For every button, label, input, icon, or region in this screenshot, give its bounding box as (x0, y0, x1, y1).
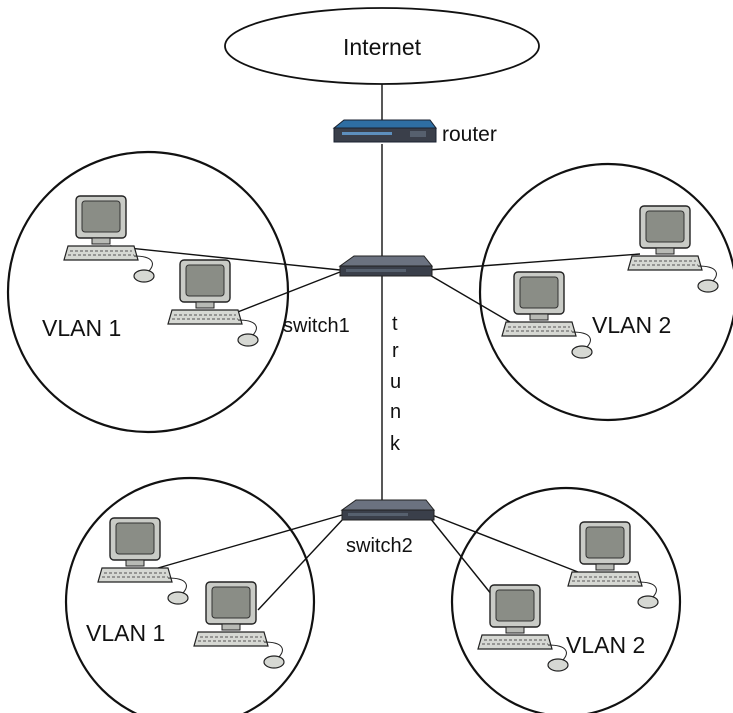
switch1-node: switch1 (283, 255, 433, 337)
vlan-boundary (64, 476, 316, 713)
switch2-label: switch2 (346, 535, 413, 557)
vlan-group-bottom-left: VLAN 1 (64, 476, 316, 713)
switch2-to-pc-bl-2 (257, 517, 345, 611)
trunk-letter: r (392, 340, 399, 362)
desktop-computer-icon (627, 205, 719, 293)
vlan-boundary (478, 162, 733, 422)
desktop-computer-icon (167, 259, 259, 347)
desktop-computer-icon (501, 271, 593, 359)
desktop-computer-icon (567, 521, 659, 609)
trunk-letter: t (392, 313, 398, 335)
switch1-to-pc-tr-1 (427, 253, 641, 271)
switch1-to-pc-tl-2 (229, 271, 341, 316)
switch1-to-pc-tl-1 (109, 245, 341, 271)
vlan-group-top-left: VLAN 1 (6, 150, 290, 434)
trunk-letter: n (390, 401, 401, 423)
vlan-label: VLAN 2 (592, 312, 671, 338)
router-icon (332, 119, 437, 143)
switch2-to-pc-br-2 (429, 517, 497, 601)
switch2-to-pc-br-1 (431, 514, 579, 573)
vlan-group-top-right: VLAN 2 (478, 162, 733, 422)
vlan-label: VLAN 1 (86, 620, 165, 646)
connection-lines (109, 84, 641, 611)
router-node: router (332, 119, 497, 146)
desktop-computer-icon (193, 581, 285, 669)
vlan-group-bottom-right: VLAN 2 (450, 486, 682, 713)
internet-node: Internet (224, 7, 540, 85)
switch-icon (339, 255, 433, 277)
vlan-boundary (450, 486, 682, 713)
vlan-boundary (6, 150, 290, 434)
desktop-computer-icon (477, 584, 569, 672)
switch1-to-pc-tr-2 (427, 273, 511, 323)
internet-ellipse (224, 7, 540, 85)
switch2-node: switch2 (341, 499, 435, 557)
desktop-computer-icon (97, 517, 189, 605)
switch2-to-pc-bl-1 (157, 514, 343, 569)
switch-icon (341, 499, 435, 521)
trunk-label: t r u n k (390, 313, 401, 455)
vlan-label: VLAN 2 (566, 632, 645, 658)
router-label: router (442, 123, 497, 146)
vlan-label: VLAN 1 (42, 315, 121, 341)
desktop-computer-icon (63, 195, 155, 283)
trunk-letter: k (390, 433, 401, 455)
internet-label: Internet (343, 34, 422, 60)
switch1-label: switch1 (283, 315, 350, 337)
trunk-letter: u (390, 371, 401, 393)
